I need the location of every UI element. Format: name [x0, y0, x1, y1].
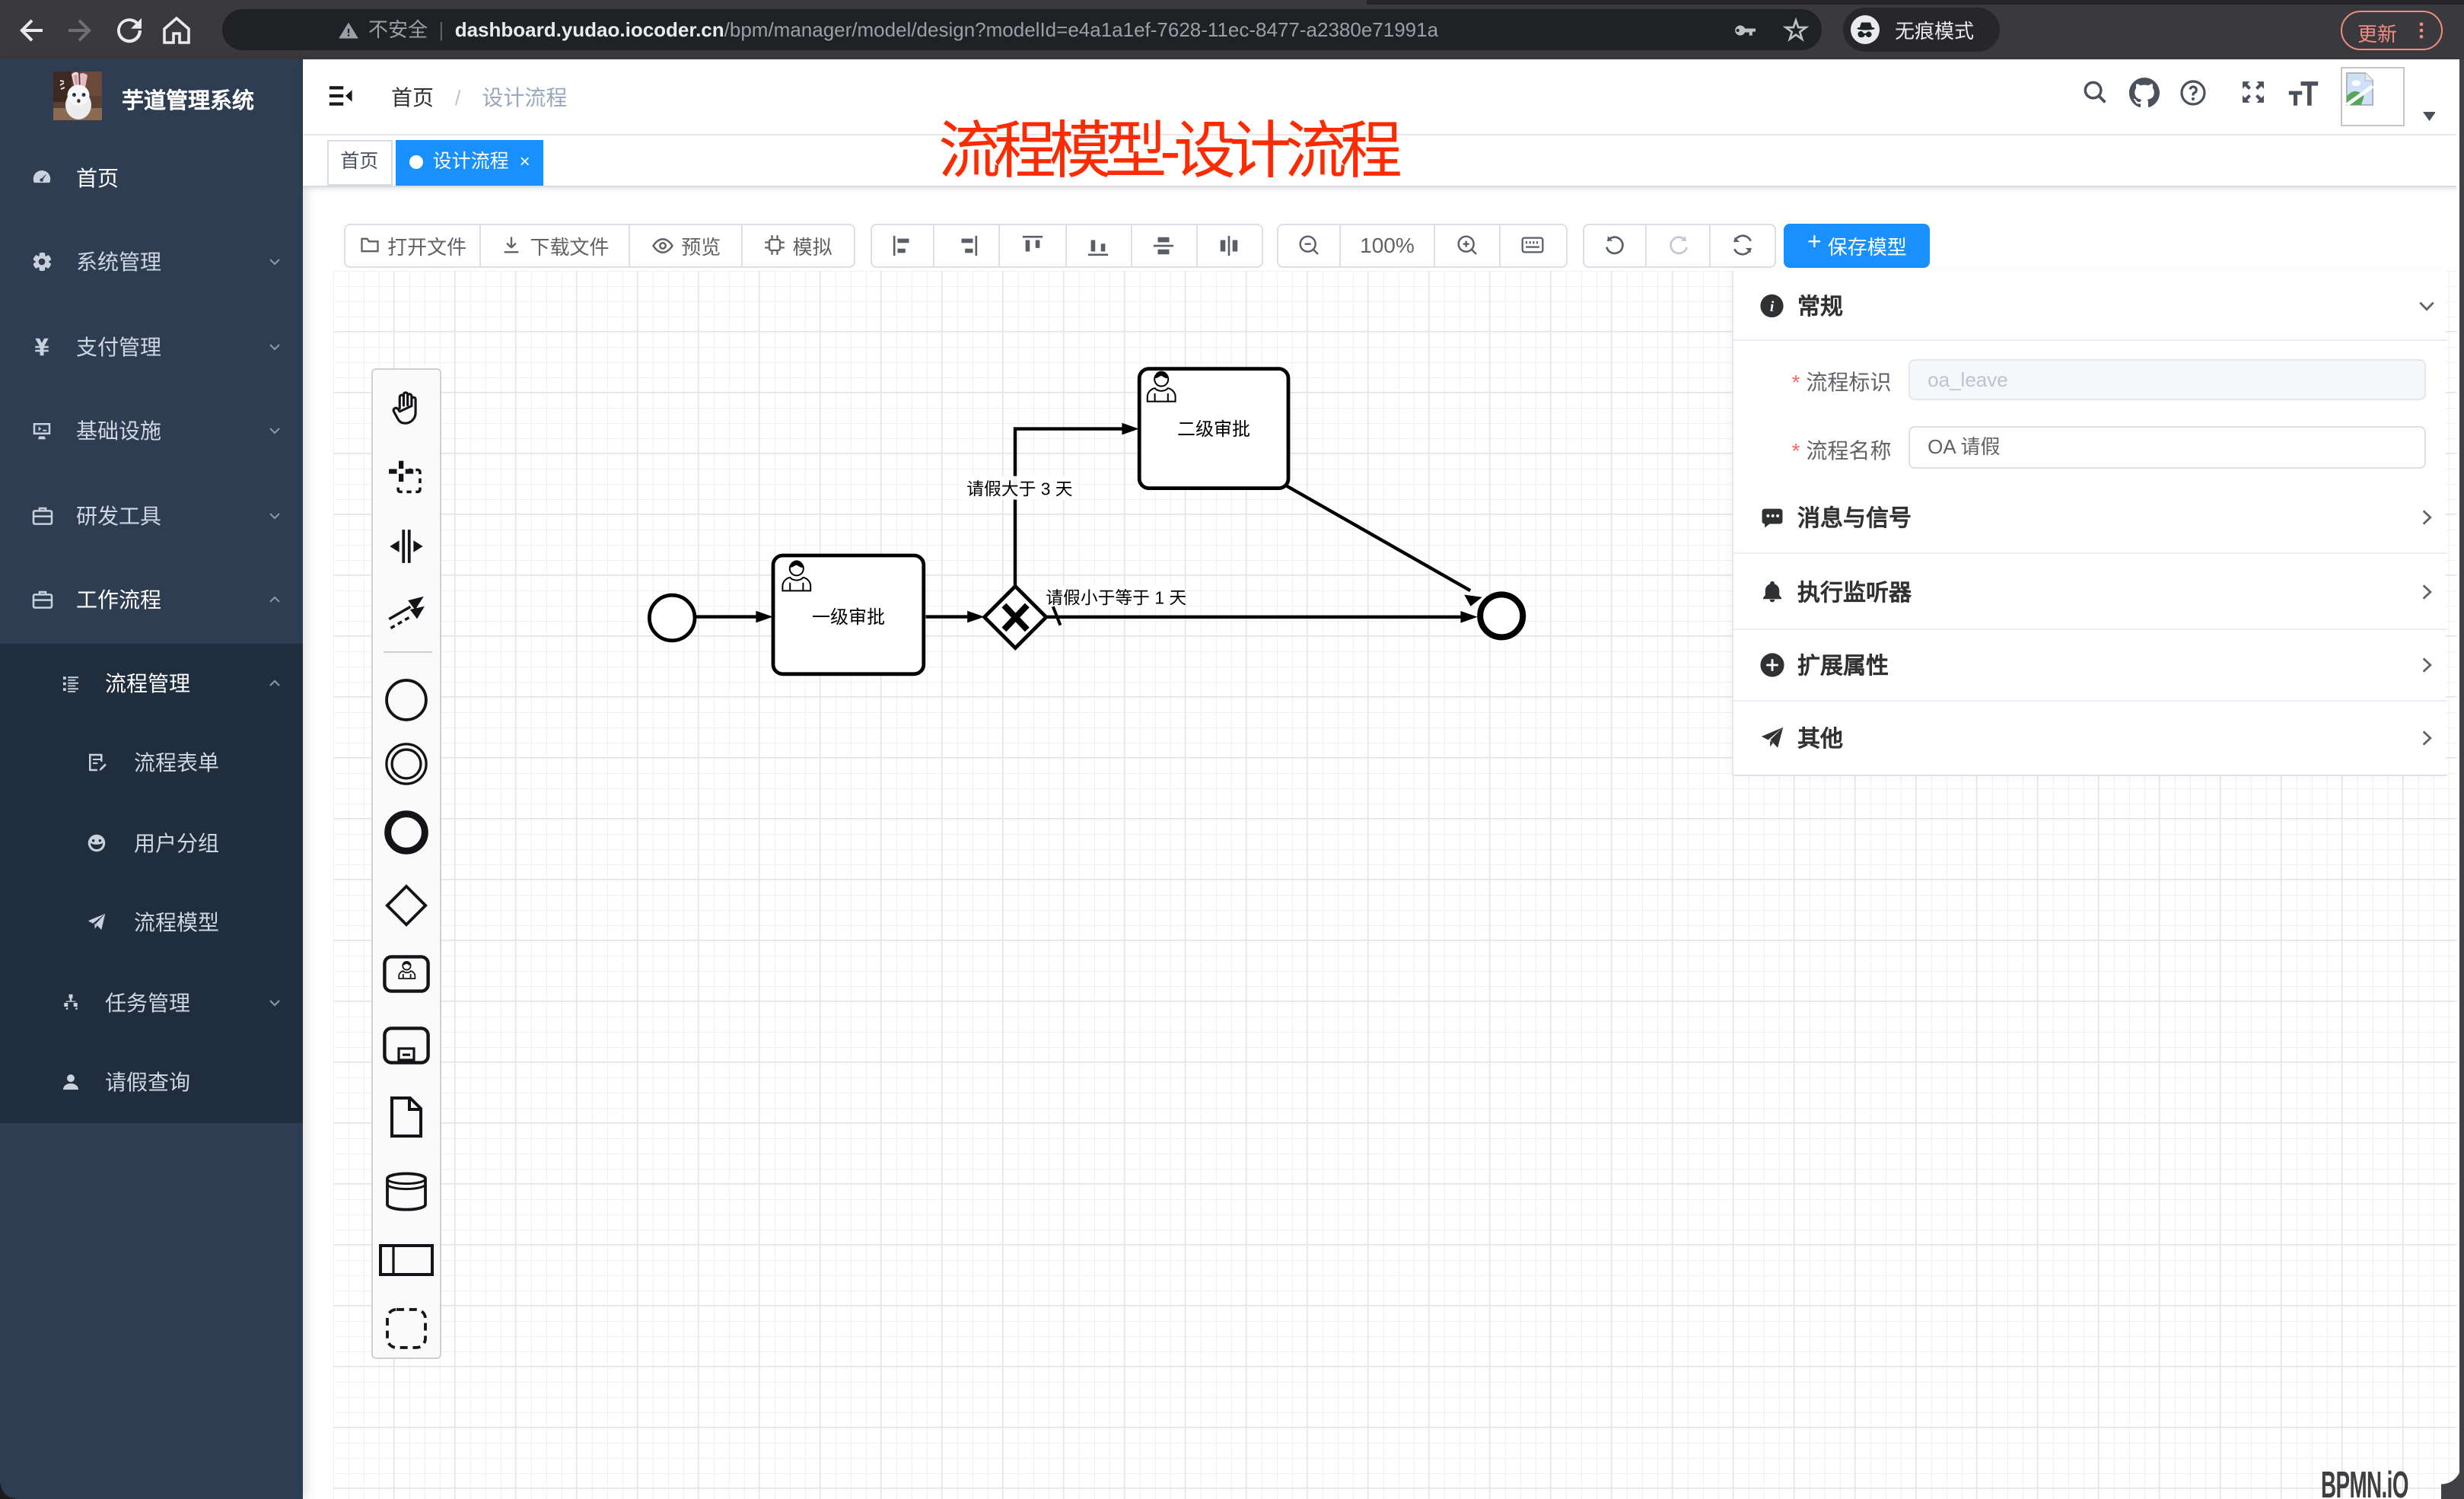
svg-text:请假小于等于 1 天: 请假小于等于 1 天: [1046, 588, 1187, 608]
svg-text:二级审批: 二级审批: [1178, 419, 1251, 440]
svg-text:一级审批: 一级审批: [813, 608, 886, 629]
svg-text:请假大于 3 天: 请假大于 3 天: [967, 479, 1074, 499]
svg-text:i: i: [1770, 298, 1775, 314]
